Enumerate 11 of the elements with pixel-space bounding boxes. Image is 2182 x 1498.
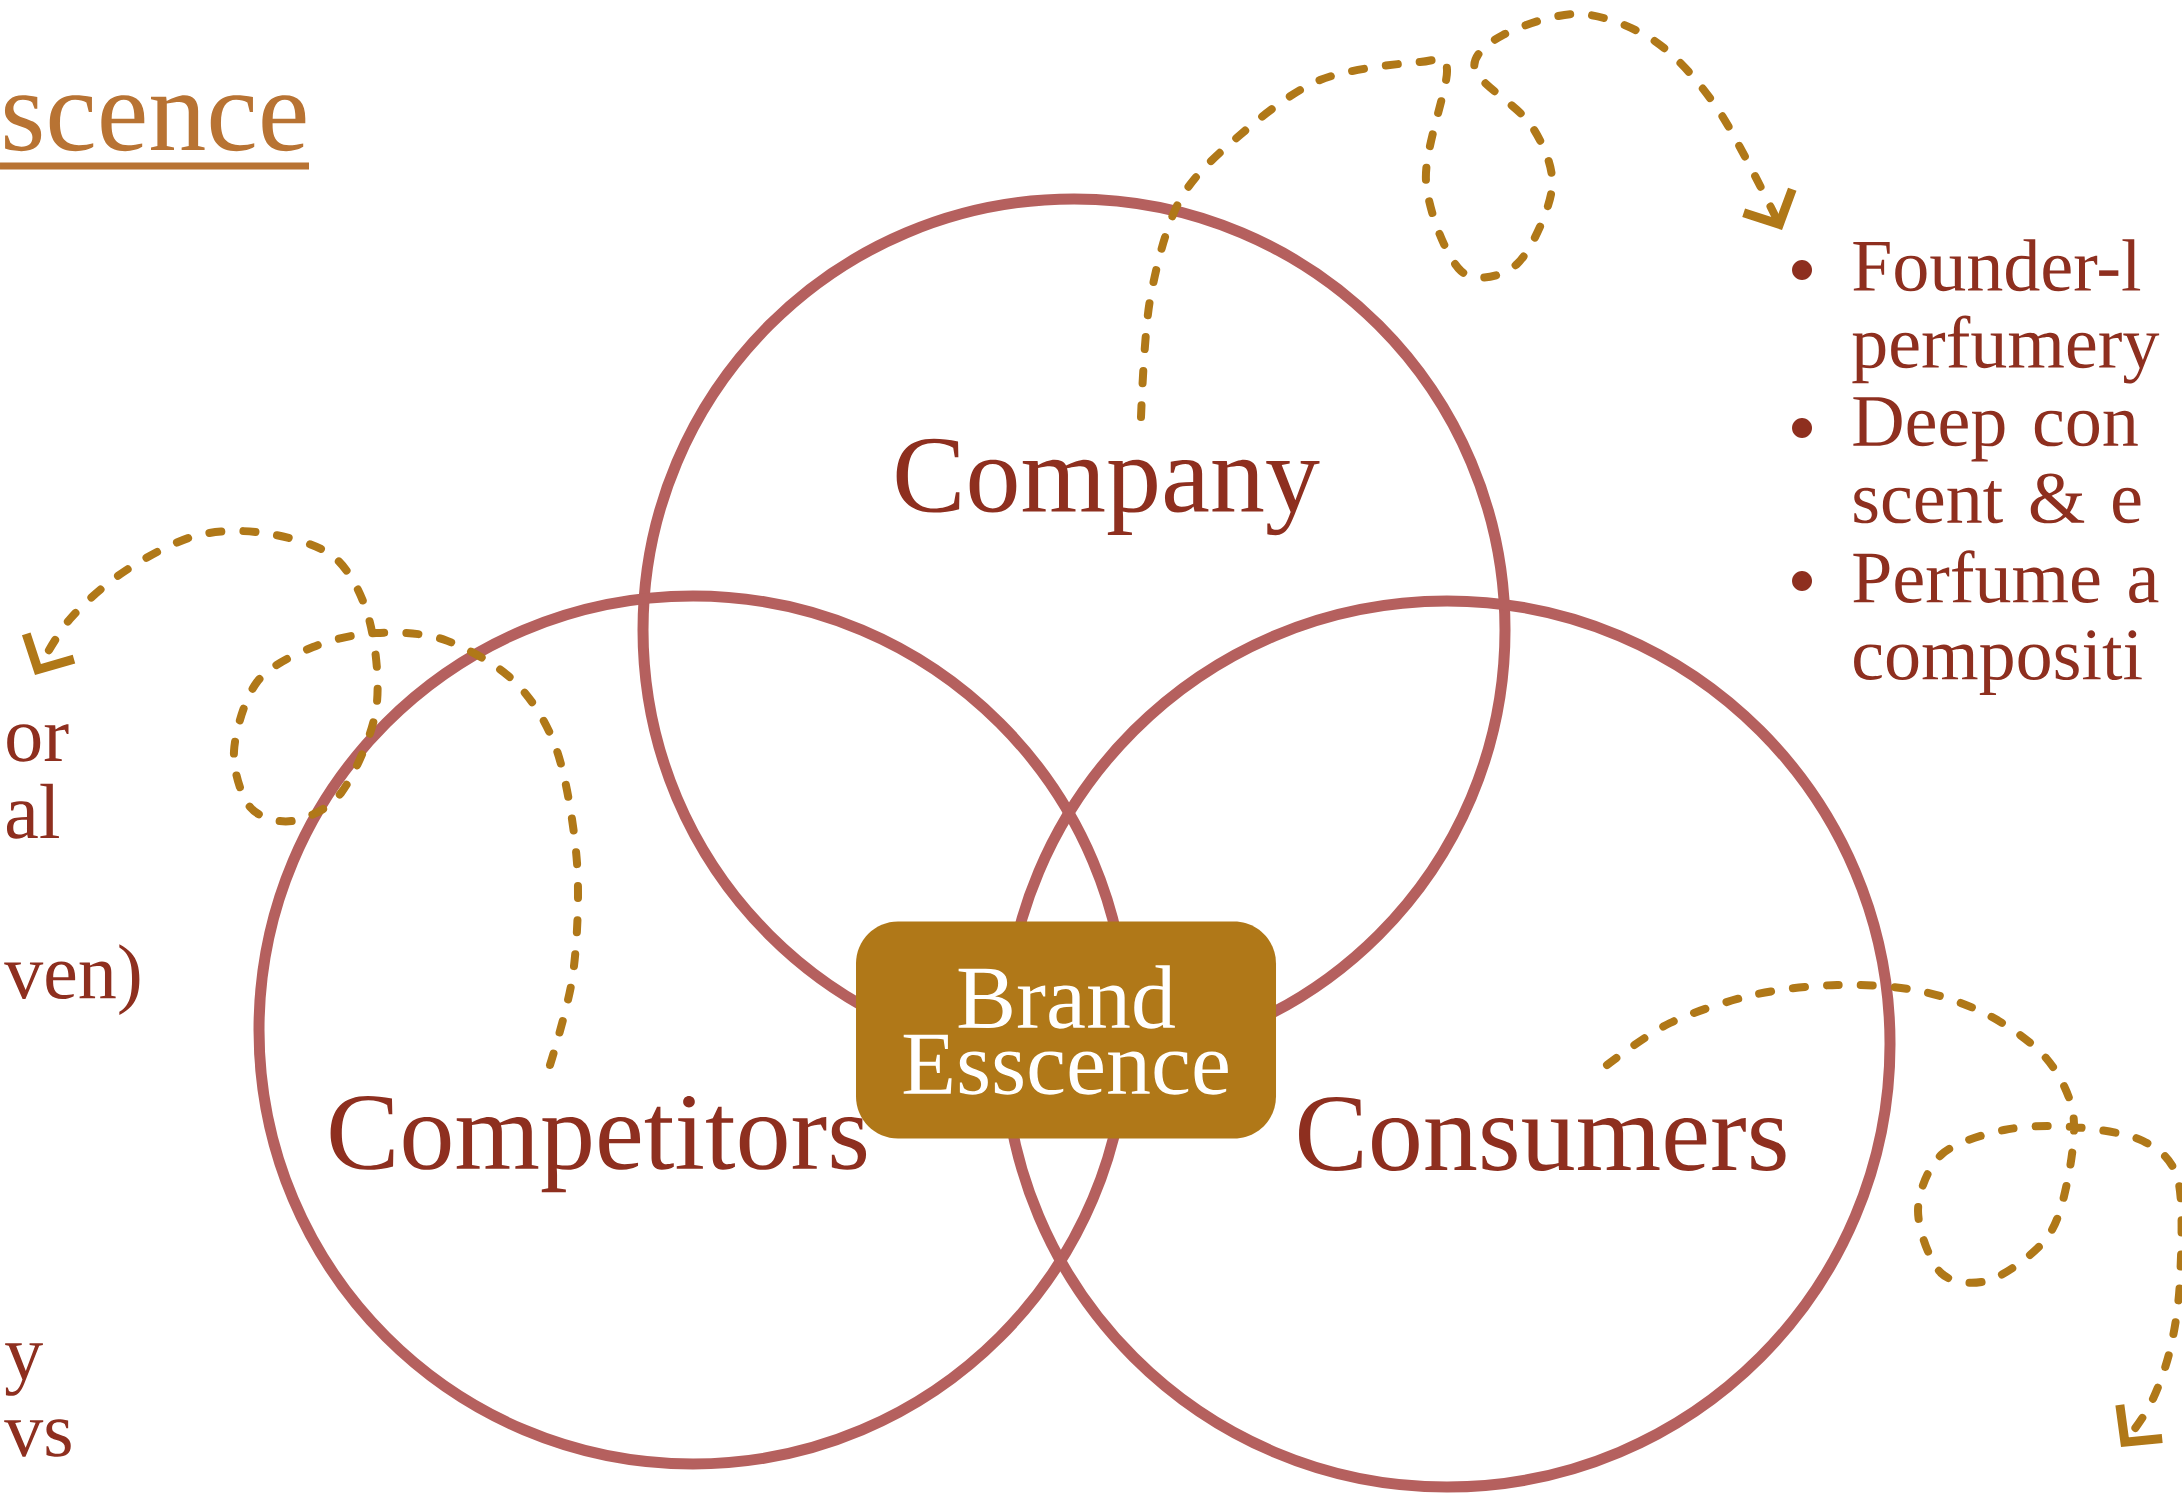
bullet-item: Founder-l perfumery (1792, 239, 2160, 384)
list-text: ven) (4, 944, 140, 1015)
bullet-item: Deep con scent & e (1792, 397, 2141, 524)
list-text: or al (6, 724, 69, 839)
dotted-arrow (21, 527, 582, 1069)
dotted-arrow (1137, 10, 1797, 421)
circle-label: Consumers (1299, 1097, 1786, 1171)
list-text: y vs (4, 1343, 71, 1457)
bullet-item: Perfume a compositi (1792, 550, 2159, 696)
circle-label: Company (896, 438, 1320, 536)
dotted-arrow (1603, 980, 2182, 1447)
